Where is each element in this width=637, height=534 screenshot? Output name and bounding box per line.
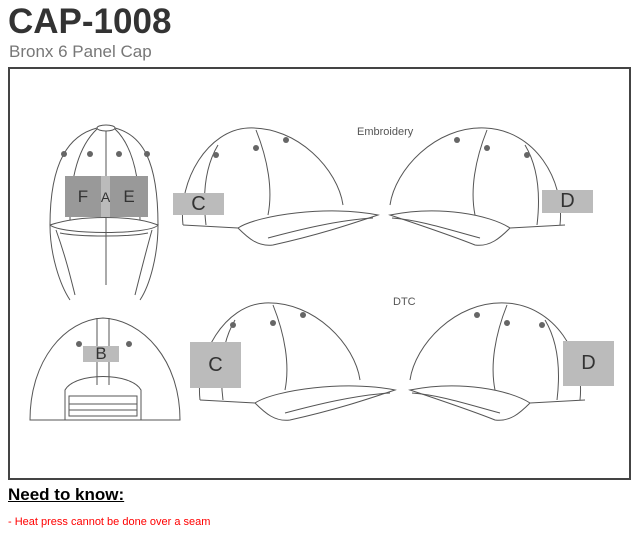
product-code: CAP-1008 — [8, 2, 172, 41]
cap-left-side-dtc — [198, 302, 397, 421]
zone-c-embroidery: C — [173, 193, 224, 215]
zone-a: A — [101, 176, 110, 217]
zone-b: B — [83, 344, 119, 363]
decoration-diagram — [8, 67, 631, 480]
cap-back-view — [29, 317, 181, 421]
cap-left-side-embroidery — [181, 127, 380, 246]
zone-d-dtc: D — [563, 341, 614, 386]
note-item: - Heat press cannot be done over a seam — [8, 516, 211, 528]
cap-right-side-embroidery — [388, 127, 566, 246]
zone-c-dtc: C — [190, 342, 241, 388]
product-name: Bronx 6 Panel Cap — [9, 42, 152, 61]
embroidery-caption: Embroidery — [357, 126, 414, 138]
dtc-caption: DTC — [393, 296, 416, 308]
zone-e: E — [110, 176, 148, 217]
zone-d-embroidery: D — [542, 190, 593, 213]
notes-heading: Need to know: — [8, 485, 125, 504]
zone-f: F — [65, 176, 101, 217]
